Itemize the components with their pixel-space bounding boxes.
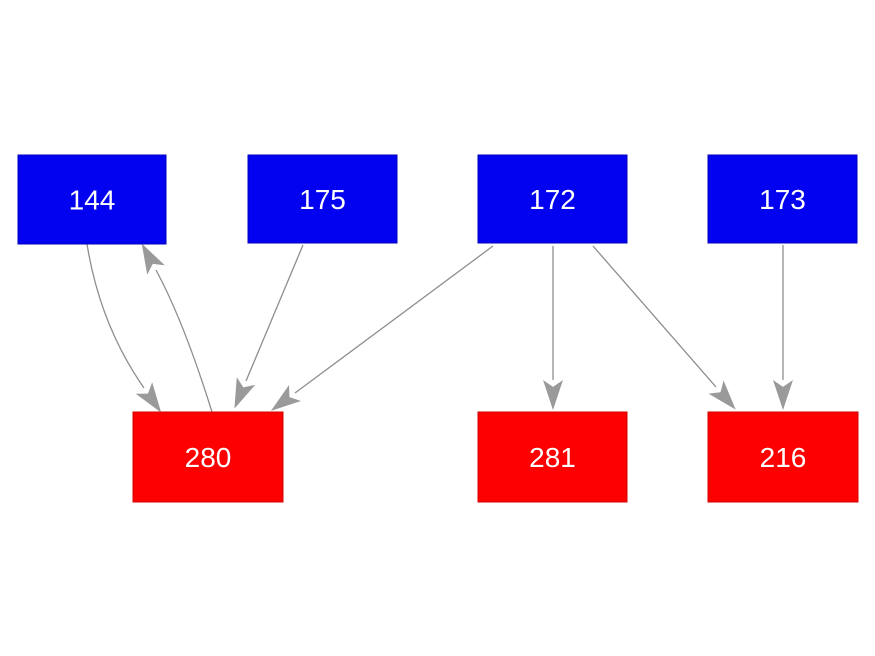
node-box-172 bbox=[477, 154, 628, 244]
node-280: 280 bbox=[132, 411, 284, 503]
node-label-280: 280 bbox=[185, 442, 232, 473]
node-box-216 bbox=[707, 411, 859, 503]
node-box-280 bbox=[132, 411, 284, 503]
node-281: 281 bbox=[477, 411, 628, 503]
node-label-173: 173 bbox=[759, 184, 806, 215]
node-216: 216 bbox=[707, 411, 859, 503]
node-label-144: 144 bbox=[69, 184, 116, 215]
node-144: 144 bbox=[17, 154, 167, 245]
node-172: 172 bbox=[477, 154, 628, 244]
node-label-175: 175 bbox=[299, 184, 346, 215]
edge-144-to-280 bbox=[86, 243, 162, 413]
node-173: 173 bbox=[707, 154, 858, 244]
node-box-144 bbox=[17, 154, 167, 245]
edge-280-to-144 bbox=[141, 243, 213, 413]
node-box-281 bbox=[477, 411, 628, 503]
node-box-175 bbox=[247, 154, 398, 244]
edge-172-to-216 bbox=[592, 245, 736, 410]
node-label-216: 216 bbox=[760, 442, 807, 473]
node-label-172: 172 bbox=[529, 184, 576, 215]
node-label-281: 281 bbox=[529, 442, 576, 473]
edge-175-to-280 bbox=[234, 244, 304, 409]
edge-172-to-280 bbox=[270, 245, 494, 411]
node-175: 175 bbox=[247, 154, 398, 244]
node-box-173 bbox=[707, 154, 858, 244]
